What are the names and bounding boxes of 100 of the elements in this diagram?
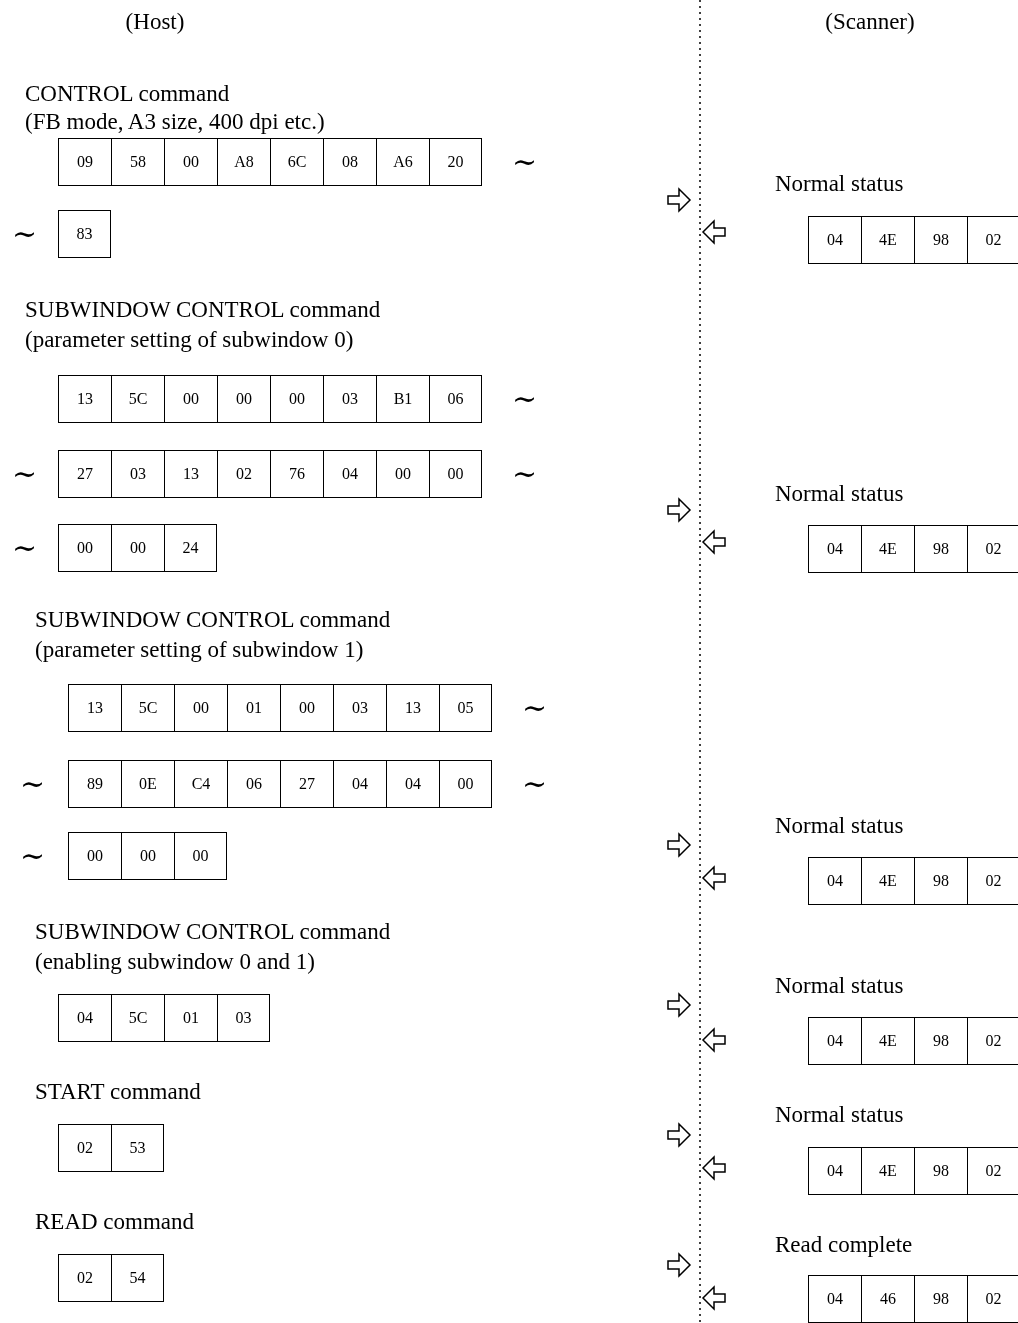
byte-cell: 27	[58, 450, 111, 498]
byte-cell: 03	[323, 375, 376, 423]
continuation-mark: ∼	[20, 841, 46, 871]
byte-cell: 46	[861, 1275, 914, 1323]
byte-cell: 98	[914, 1147, 967, 1195]
byte-cell: 02	[217, 450, 270, 498]
label-text: Normal status	[775, 972, 904, 1000]
byte-cell: 09	[58, 138, 111, 186]
byte-cell: 04	[808, 1147, 861, 1195]
continuation-mark: ∼	[12, 533, 38, 563]
byte-cell: 04	[386, 760, 439, 808]
byte-cell: C4	[174, 760, 227, 808]
byte-cell: 02	[967, 857, 1018, 905]
byte-cell: 01	[164, 994, 217, 1042]
label-text: (Scanner)	[825, 8, 915, 36]
continuation-mark: ∼	[12, 459, 38, 489]
byte-cell: 02	[58, 1124, 111, 1172]
label-text: CONTROL command	[25, 80, 230, 108]
byte-cell: 4E	[861, 525, 914, 573]
label-text: SUBWINDOW CONTROL command	[35, 918, 391, 946]
byte-cell: 00	[217, 375, 270, 423]
continuation-mark: ∼	[522, 769, 548, 799]
continuation-mark: ∼	[522, 693, 548, 723]
byte-cell: 04	[808, 1017, 861, 1065]
byte-cell: A8	[217, 138, 270, 186]
byte-cell: 02	[967, 1147, 1018, 1195]
byte-cell: 04	[808, 216, 861, 264]
label-text: Normal status	[775, 812, 904, 840]
label-text: (FB mode, A3 size, 400 dpi etc.)	[25, 108, 325, 136]
continuation-mark: ∼	[512, 147, 538, 177]
byte-cell: 00	[280, 684, 333, 732]
byte-cell: 00	[121, 832, 174, 880]
label-text: Normal status	[775, 1101, 904, 1129]
byte-cell: 98	[914, 1017, 967, 1065]
byte-cell: 05	[439, 684, 492, 732]
label-text: (parameter setting of subwindow 1)	[35, 636, 364, 664]
byte-cell: 00	[429, 450, 482, 498]
continuation-mark: ∼	[12, 219, 38, 249]
byte-cell: 04	[323, 450, 376, 498]
label-text: SUBWINDOW CONTROL command	[25, 296, 381, 324]
byte-cell: 00	[111, 524, 164, 572]
label-text: READ command	[35, 1208, 195, 1236]
label-text: SUBWINDOW CONTROL command	[35, 606, 391, 634]
byte-cell: 5C	[111, 994, 164, 1042]
byte-cell: 54	[111, 1254, 164, 1302]
byte-cell: 53	[111, 1124, 164, 1172]
byte-cell: 89	[68, 760, 121, 808]
byte-cell: A6	[376, 138, 429, 186]
byte-cell: 06	[429, 375, 482, 423]
byte-cell: 03	[217, 994, 270, 1042]
byte-cell: 02	[58, 1254, 111, 1302]
byte-cell: 0E	[121, 760, 174, 808]
label-text: Normal status	[775, 480, 904, 508]
byte-cell: 00	[164, 375, 217, 423]
byte-cell: 13	[164, 450, 217, 498]
byte-cell: B1	[376, 375, 429, 423]
byte-cell: 04	[808, 525, 861, 573]
label-text: Read complete	[775, 1231, 913, 1259]
byte-cell: 27	[280, 760, 333, 808]
byte-cell: 04	[58, 994, 111, 1042]
byte-cell: 13	[68, 684, 121, 732]
byte-cell: 76	[270, 450, 323, 498]
continuation-mark: ∼	[20, 769, 46, 799]
byte-cell: 00	[270, 375, 323, 423]
label-text: (parameter setting of subwindow 0)	[25, 326, 354, 354]
continuation-mark: ∼	[512, 459, 538, 489]
byte-cell: 24	[164, 524, 217, 572]
byte-cell: 4E	[861, 1017, 914, 1065]
byte-cell: 83	[58, 210, 111, 258]
byte-cell: 03	[333, 684, 386, 732]
byte-cell: 20	[429, 138, 482, 186]
byte-cell: 58	[111, 138, 164, 186]
label-text: Normal status	[775, 170, 904, 198]
byte-cell: 08	[323, 138, 376, 186]
byte-cell: 13	[58, 375, 111, 423]
byte-cell: 00	[68, 832, 121, 880]
byte-cell: 98	[914, 857, 967, 905]
byte-cell: 02	[967, 216, 1018, 264]
byte-cell: 00	[376, 450, 429, 498]
byte-cell: 01	[227, 684, 280, 732]
byte-cell: 13	[386, 684, 439, 732]
byte-cell: 04	[808, 1275, 861, 1323]
continuation-mark: ∼	[512, 384, 538, 414]
byte-cell: 00	[174, 684, 227, 732]
byte-cell: 03	[111, 450, 164, 498]
byte-cell: 00	[439, 760, 492, 808]
byte-cell: 6C	[270, 138, 323, 186]
byte-cell: 5C	[111, 375, 164, 423]
byte-cell: 4E	[861, 1147, 914, 1195]
byte-cell: 5C	[121, 684, 174, 732]
byte-cell: 02	[967, 1017, 1018, 1065]
label-text: (enabling subwindow 0 and 1)	[35, 948, 315, 976]
byte-cell: 04	[333, 760, 386, 808]
byte-cell: 06	[227, 760, 280, 808]
byte-cell: 00	[58, 524, 111, 572]
byte-cell: 00	[174, 832, 227, 880]
byte-cell: 98	[914, 525, 967, 573]
byte-cell: 00	[164, 138, 217, 186]
label-text: (Host)	[125, 8, 185, 36]
byte-cell: 98	[914, 216, 967, 264]
